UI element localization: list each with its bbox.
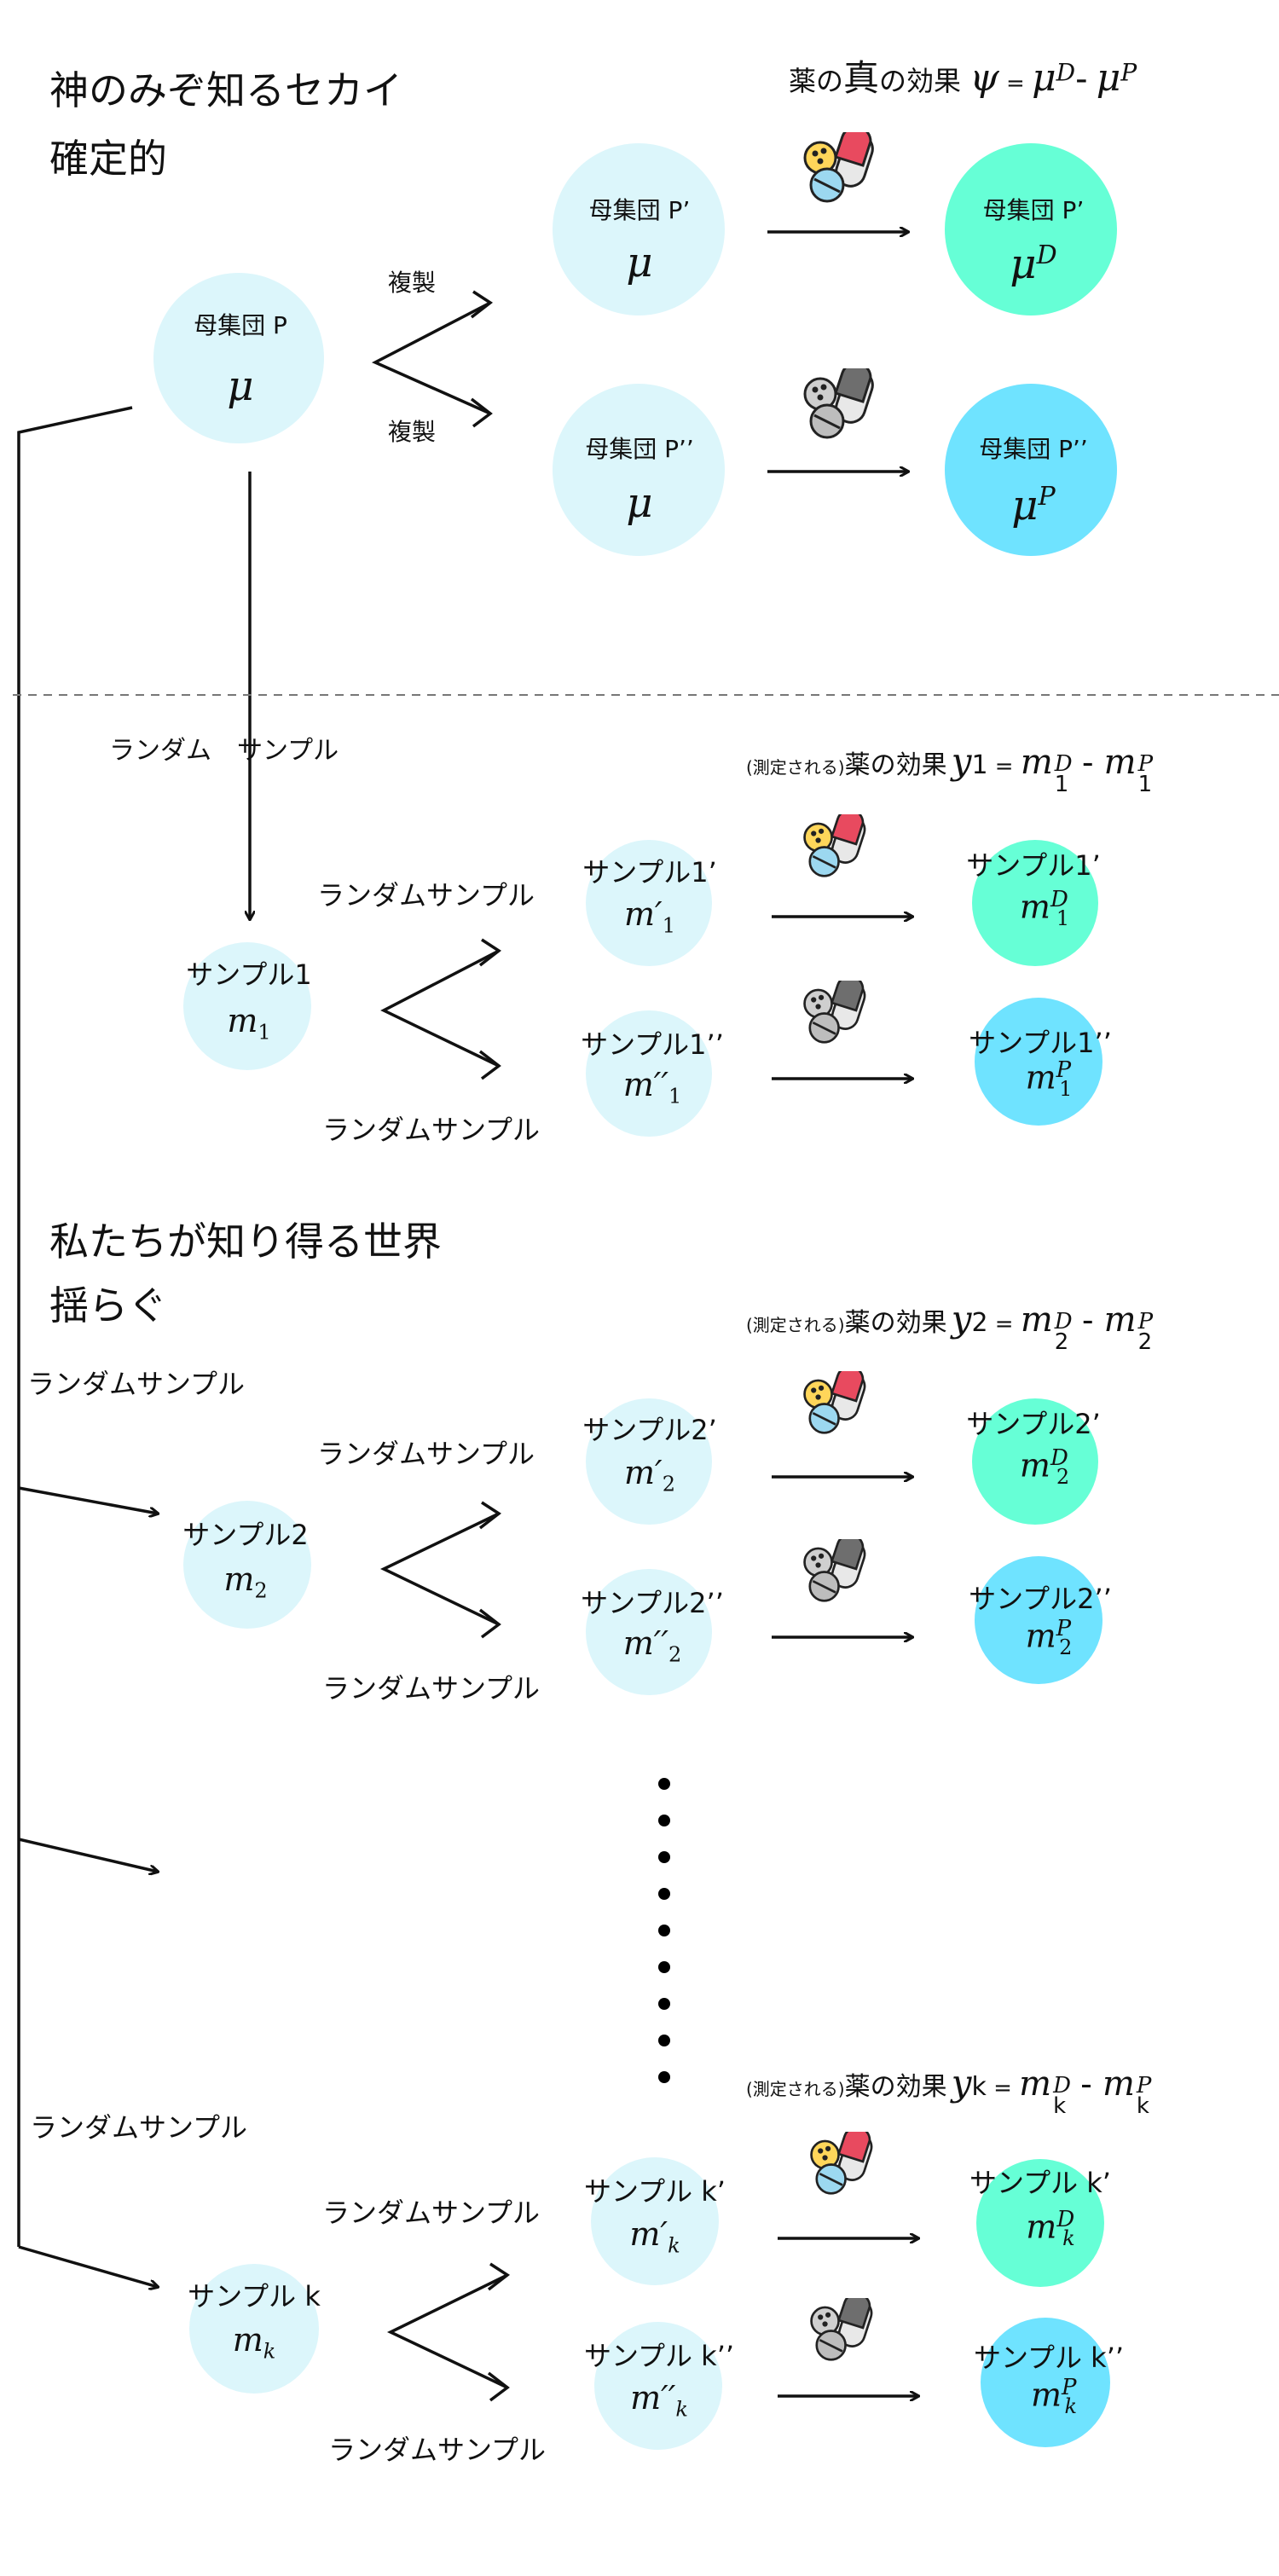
population-p2-placebo-result-circle — [945, 384, 1117, 556]
sample1-drug-group-symbol: m′1 — [624, 895, 675, 938]
deterministic-label: 確定的 — [49, 136, 167, 182]
ellipsis-dot — [658, 1961, 670, 1973]
sample1-placebo-group-label: サンプル1’’ — [581, 1028, 724, 1061]
sample2-branch-random-label: ランダムサンプル — [27, 1368, 246, 1400]
sample1-placebo-result-label: サンプル1’’ — [969, 1027, 1112, 1059]
population-p1-label: 母集団 P’ — [588, 196, 691, 224]
population-p2-circle — [553, 384, 725, 556]
population-p1-symbol: μ — [626, 239, 653, 287]
true-effect-equation: 薬の真の効果 ψ = μD- μP — [789, 56, 1137, 100]
copy-label-bottom: 複製 — [388, 418, 437, 446]
ellipsis-dot — [658, 1888, 670, 1900]
knowable-world-title: 私たちが知り得る世界 — [49, 1219, 442, 1265]
sample1-drug-result-circle — [972, 840, 1098, 966]
samplek-circle — [189, 2264, 319, 2394]
drug-pills-icon — [803, 814, 866, 877]
ellipsis-dot — [658, 1851, 670, 1863]
sample2-drug-result-label: サンプル2’ — [966, 1408, 1101, 1440]
sample2-circle — [183, 1501, 311, 1629]
sample2-drug-group-label: サンプル2’ — [582, 1414, 717, 1446]
samplek-branch-random-label: ランダムサンプル — [30, 2111, 248, 2144]
sample2-label: サンプル2 — [182, 1519, 309, 1551]
sample2-drug-result-circle — [972, 1398, 1098, 1525]
sample2-random-label-top: ランダムサンプル — [317, 1438, 535, 1470]
sample1-random-label-bottom: ランダムサンプル — [322, 1114, 541, 1146]
samplek-label: サンプル k — [188, 2280, 321, 2313]
sample1-drug-group-circle — [586, 840, 712, 966]
sample1-label: サンプル1 — [186, 958, 312, 991]
population-p2-symbol: μ — [626, 479, 653, 527]
placebo-pills-icon — [803, 1539, 866, 1602]
ellipsis-dot — [658, 1778, 670, 1790]
population-p1-drug-result-circle — [945, 143, 1117, 315]
population-p2-placebo-result-symbol: μP — [1011, 482, 1056, 530]
drug-pills-icon — [803, 1371, 866, 1434]
population-p2-label: 母集団 P’’ — [585, 435, 694, 463]
population-p-symbol: μ — [227, 362, 254, 410]
drug-pills-icon — [803, 132, 874, 203]
sample2-random-label-bottom: ランダムサンプル — [322, 1672, 541, 1705]
copy-label-top: 複製 — [388, 269, 437, 297]
samplek-placebo-group-symbol: m′′k — [630, 2379, 688, 2422]
sample2-placebo-result-label: サンプル2’’ — [969, 1583, 1112, 1615]
population-p-label: 母集団 P — [194, 311, 287, 339]
sample2-placebo-result-symbol: mP2 — [1025, 1616, 1073, 1660]
population-p-circle — [153, 273, 324, 443]
samplek-drug-group-symbol: m′k — [629, 2215, 680, 2258]
samplek-placebo-group-circle — [594, 2322, 722, 2450]
sample2-placebo-group-label: サンプル2’’ — [581, 1587, 724, 1619]
samplek-symbol: mk — [232, 2321, 276, 2364]
sample2-drug-result-symbol: mD2 — [1019, 1445, 1070, 1490]
sample1-drug-group-label: サンプル1’ — [582, 856, 717, 889]
population-p1-drug-result-symbol: μD — [1010, 240, 1057, 288]
ellipsis-dot — [658, 2071, 670, 2083]
sample1-drug-result-symbol: mD1 — [1019, 887, 1070, 931]
sample1-circle — [183, 942, 311, 1070]
population-p2-placebo-result-label: 母集団 P’’ — [979, 435, 1088, 463]
sample2-drug-group-circle — [586, 1398, 712, 1525]
samplek-placebo-result-label: サンプル k’’ — [973, 2342, 1125, 2374]
samplek-random-label-top: ランダムサンプル — [322, 2197, 541, 2229]
samplek-placebo-result-circle — [981, 2318, 1110, 2447]
samplek-drug-result-symbol: mDk — [1026, 2207, 1075, 2251]
placebo-pills-icon — [803, 368, 874, 439]
sample1-placebo-result-symbol: mP1 — [1025, 1057, 1073, 1102]
drug-pills-icon — [810, 2132, 873, 2195]
ellipsis-dot — [658, 1815, 670, 1826]
population-p1-drug-result-label: 母集団 P’ — [982, 196, 1085, 224]
samplek-placebo-result-symbol: mPk — [1030, 2375, 1078, 2419]
samplek-drug-group-label: サンプル k’ — [584, 2175, 726, 2208]
sample1-placebo-result-circle — [975, 998, 1102, 1126]
fluctuating-label: 揺らぐ — [49, 1282, 167, 1329]
placebo-pills-icon — [803, 981, 866, 1044]
sample1-symbol: m1 — [227, 1002, 271, 1045]
sample1-drug-result-label: サンプル1’ — [966, 849, 1101, 882]
sample1-placebo-group-circle — [586, 1010, 712, 1137]
ellipsis-dot — [658, 2035, 670, 2046]
sample2-placebo-result-circle — [975, 1556, 1102, 1684]
sample1-random-label-top: ランダムサンプル — [317, 879, 535, 912]
samplek-drug-result-label: サンプル k’ — [969, 2167, 1111, 2199]
ellipsis-dot — [658, 1925, 670, 1936]
samplek-drug-group-circle — [591, 2157, 719, 2285]
samplek-drug-result-circle — [976, 2159, 1104, 2287]
sample2-placebo-group-circle — [586, 1569, 712, 1695]
sample1-placebo-group-symbol: m′′1 — [622, 1066, 682, 1109]
sample2-drug-group-symbol: m′2 — [624, 1454, 675, 1496]
samplek-placebo-group-label: サンプル k’’ — [583, 2340, 735, 2372]
population-p1-circle — [553, 143, 725, 315]
ellipsis-dot — [658, 1998, 670, 2010]
random-sample-vertical-label: ランダム サンプル — [109, 736, 339, 766]
sample2-symbol: m2 — [223, 1560, 268, 1603]
sample2-placebo-group-symbol: m′′2 — [622, 1624, 682, 1667]
samplek-random-label-bottom: ランダムサンプル — [328, 2434, 547, 2466]
god-world-title: 神のみぞ知るセカイ — [49, 67, 402, 113]
placebo-pills-icon — [810, 2298, 873, 2361]
